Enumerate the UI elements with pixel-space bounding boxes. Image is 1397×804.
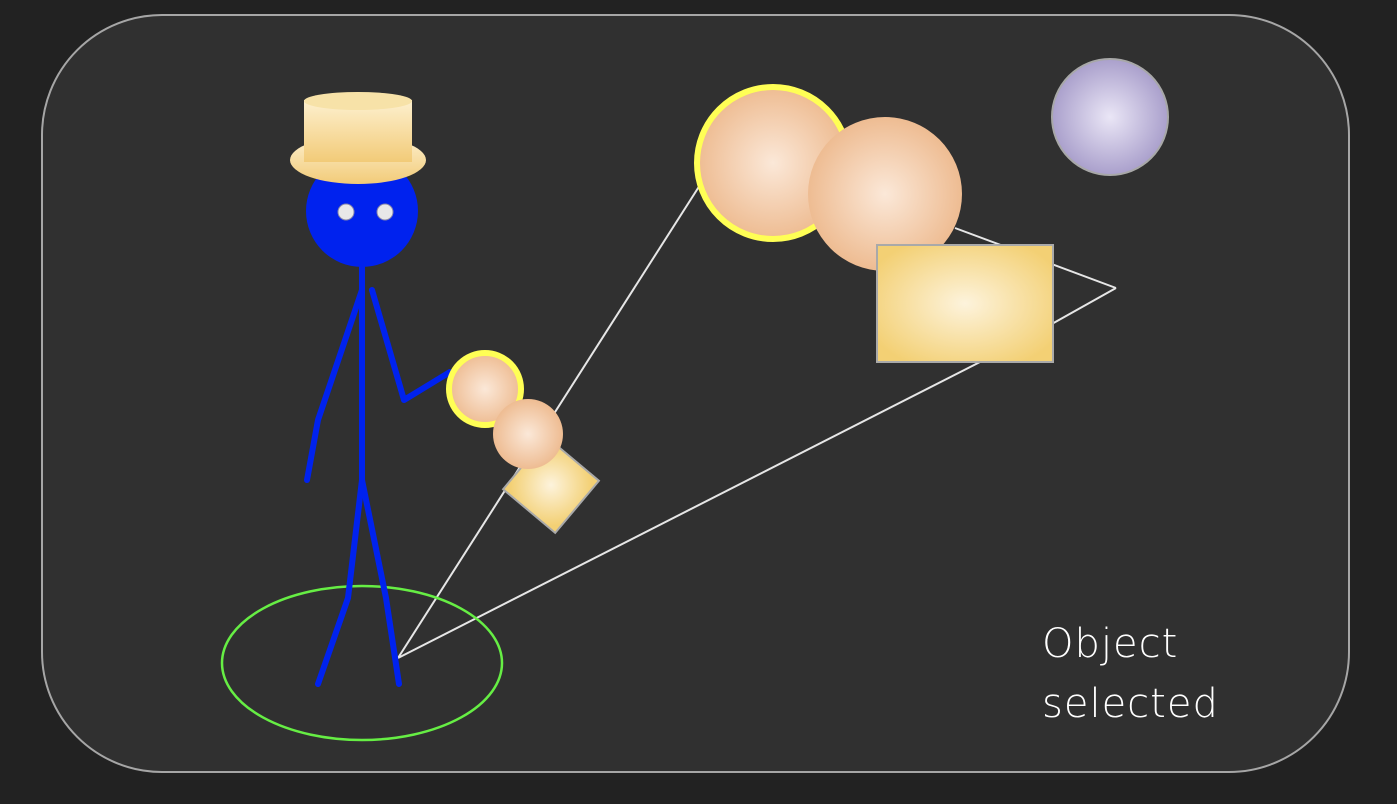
- frustum-line-bottom: [1049, 287, 1117, 326]
- stick-figure-body: [304, 259, 453, 687]
- status-caption-line-2: selected: [1042, 681, 1219, 727]
- status-caption-line-1: Object: [1042, 621, 1179, 667]
- right-eye: [376, 203, 394, 221]
- enlarged-object[interactable]: [694, 84, 1054, 363]
- status-caption: Object selected: [1042, 614, 1342, 734]
- held-peach-sphere: [493, 399, 563, 469]
- stick-figure-head: [306, 155, 418, 267]
- held-object[interactable]: [446, 350, 601, 535]
- enlarged-yellow-box: [876, 244, 1054, 363]
- left-eye: [337, 203, 355, 221]
- ground-ellipse[interactable]: [220, 584, 504, 742]
- enlarged-peach-sphere: [808, 117, 962, 271]
- held-peach-sphere-selected: [446, 350, 524, 428]
- sight-line-lower: [397, 361, 981, 659]
- lavender-sphere[interactable]: [1051, 58, 1169, 176]
- top-hat: [290, 92, 426, 184]
- stick-figure[interactable]: [290, 92, 453, 687]
